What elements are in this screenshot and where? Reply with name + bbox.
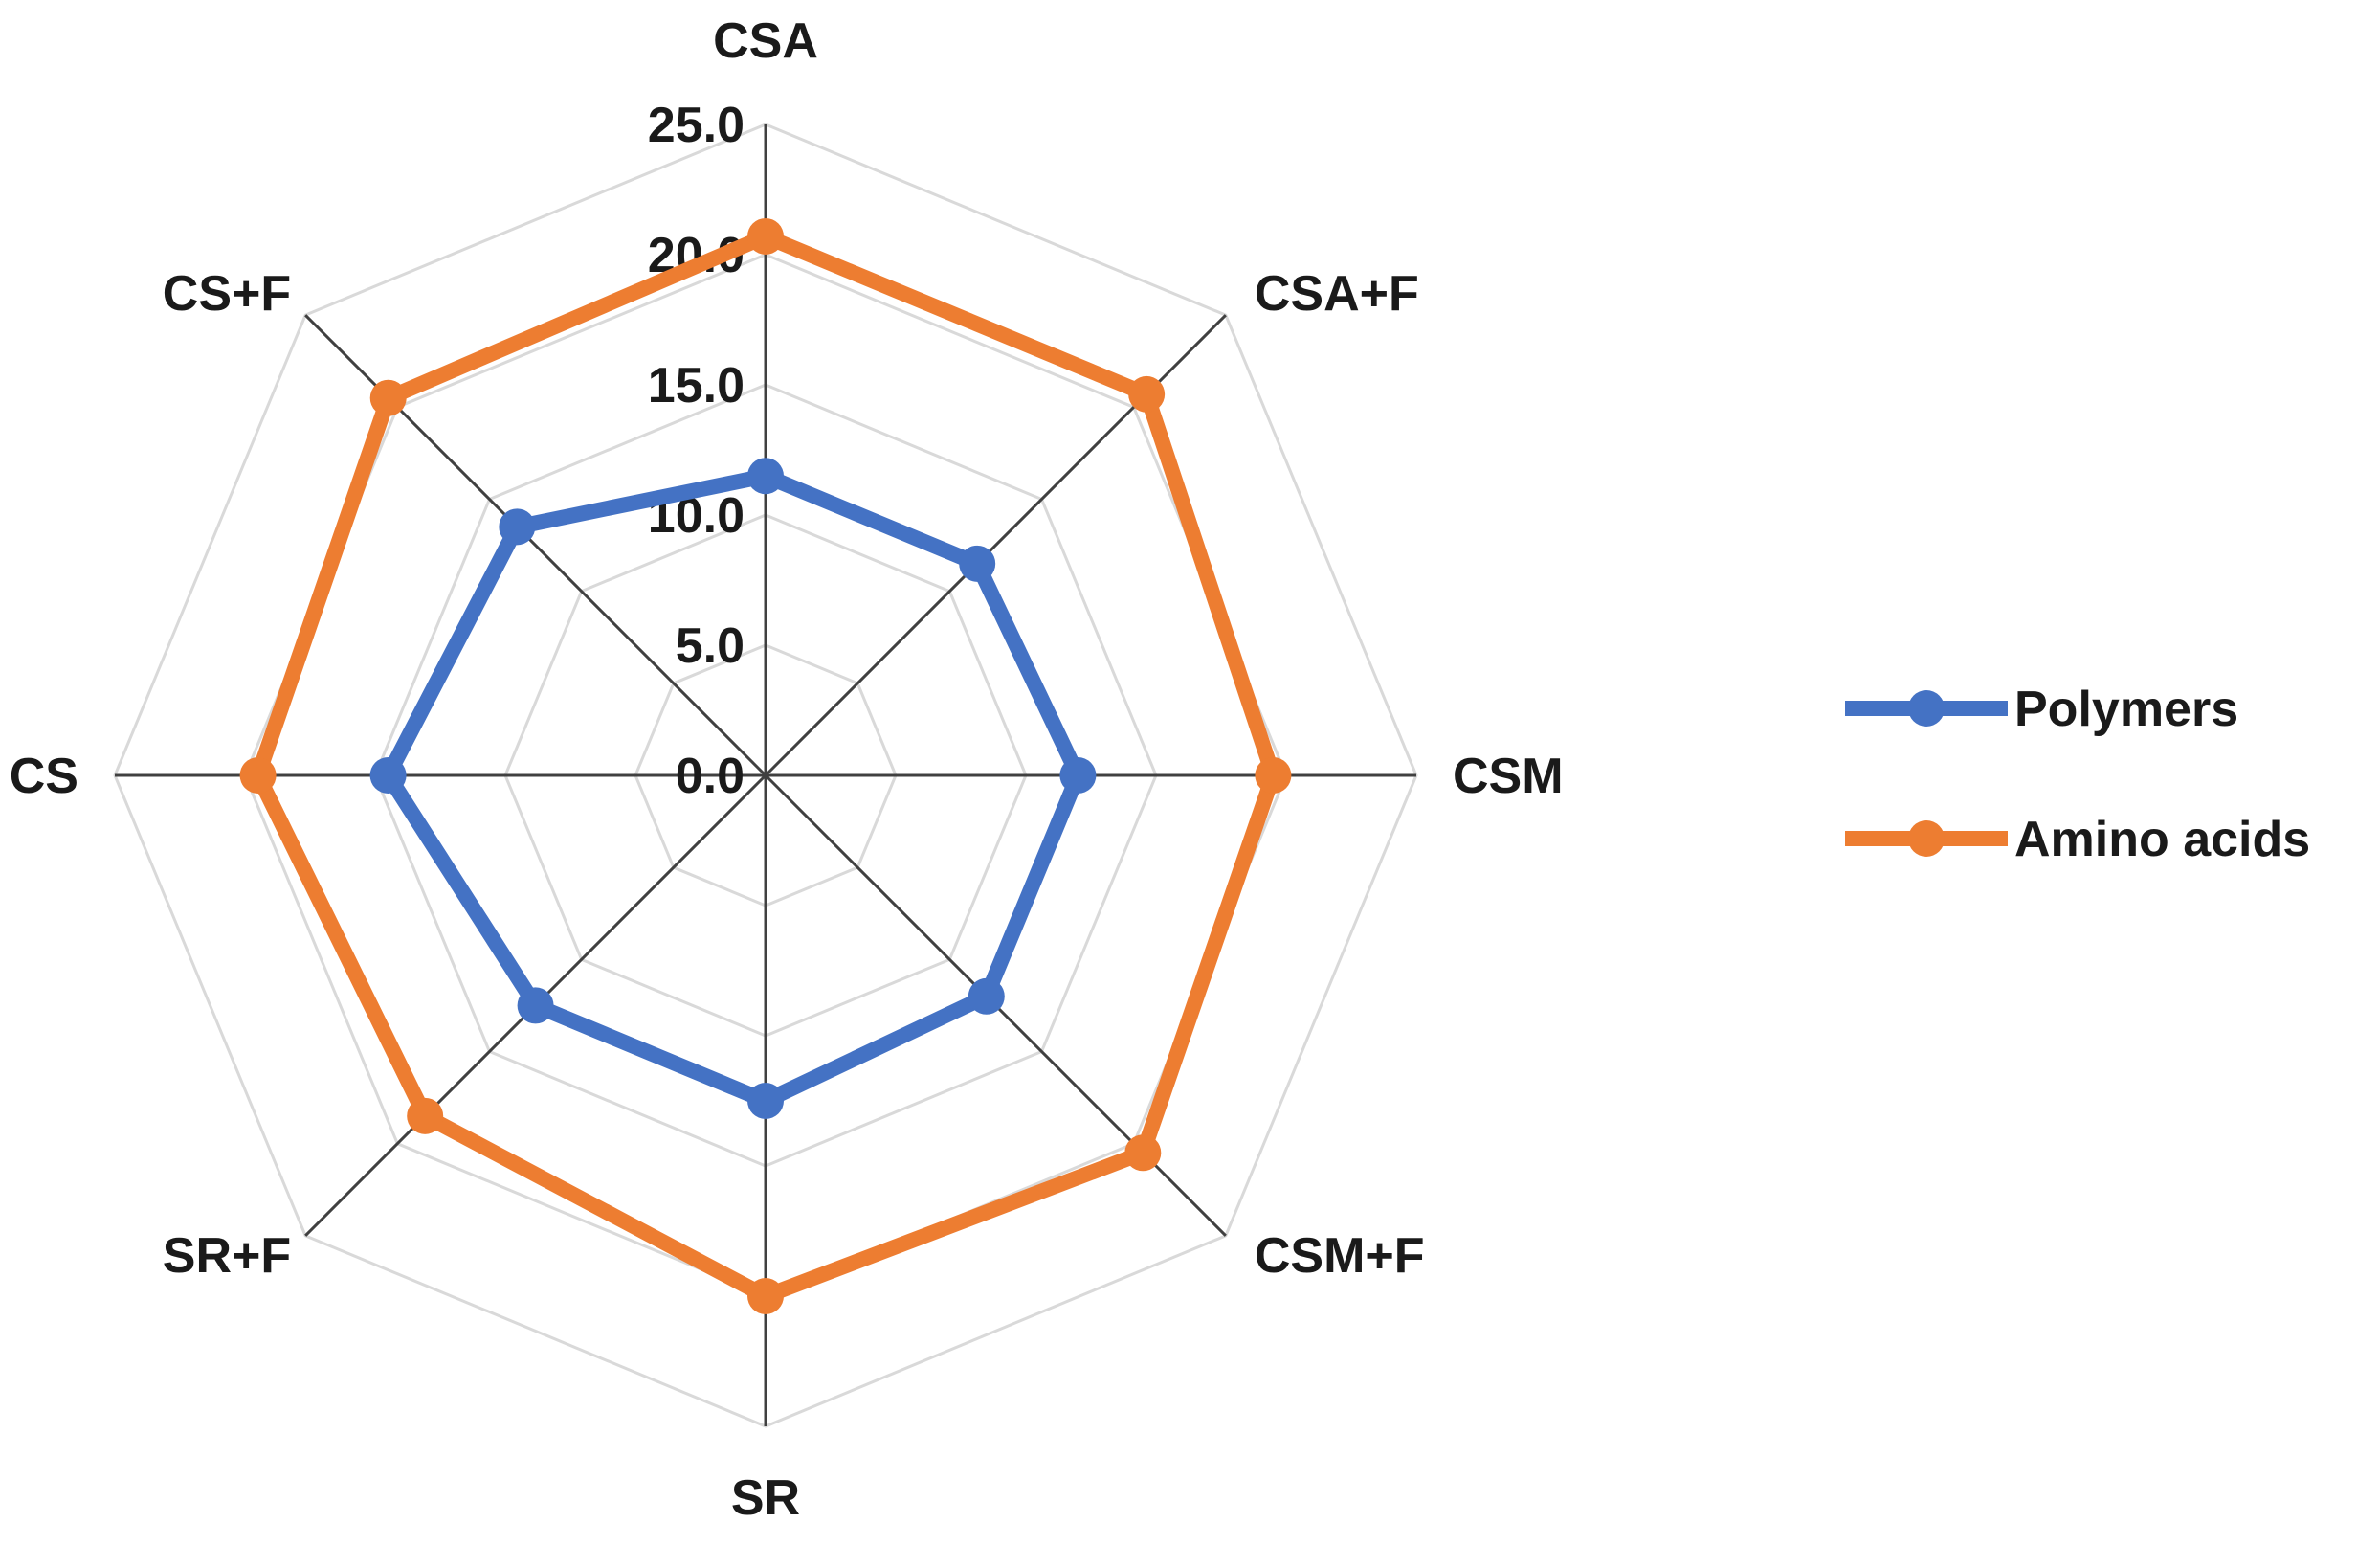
spoke-layer	[115, 124, 1416, 1426]
legend-label: Polymers	[2014, 682, 2238, 737]
category-label: CS+F	[163, 266, 291, 322]
series-point	[968, 977, 1005, 1015]
series-point	[1124, 1134, 1162, 1172]
series-layer	[239, 217, 1292, 1314]
series-point	[239, 757, 277, 794]
tick-label: 15.0	[648, 358, 745, 414]
series-point	[369, 379, 407, 416]
tick-label: 5.0	[676, 618, 745, 674]
series-point	[1128, 375, 1166, 413]
axis-label-layer: CSA CSA+F CSM CSM+F SR SR+F CS CS+F	[10, 13, 1564, 1526]
series-point	[1255, 757, 1292, 794]
legend-marker	[1908, 690, 1945, 727]
series-point	[747, 1083, 784, 1119]
category-label: CSA+F	[1255, 266, 1419, 322]
category-label: SR+F	[163, 1228, 291, 1284]
legend-label: Amino acids	[2014, 812, 2310, 867]
series-point	[407, 1097, 444, 1134]
series-point	[959, 545, 996, 582]
tick-label: 0.0	[676, 749, 745, 804]
category-label: CSA	[713, 13, 818, 69]
series-point	[369, 757, 407, 794]
series-point	[747, 1278, 784, 1314]
series-point	[1059, 757, 1097, 794]
category-label: CS	[10, 749, 78, 804]
legend-marker	[1908, 820, 1945, 857]
category-label: CSM+F	[1255, 1228, 1425, 1284]
series-point	[747, 458, 784, 495]
tick-layer: 0.05.010.015.020.025.0	[648, 98, 745, 804]
category-label: CSM	[1453, 749, 1564, 804]
series-point	[499, 508, 536, 546]
tick-label: 25.0	[648, 98, 745, 153]
category-label: SR	[731, 1470, 800, 1526]
series-point	[747, 217, 784, 255]
series-point	[517, 987, 554, 1024]
